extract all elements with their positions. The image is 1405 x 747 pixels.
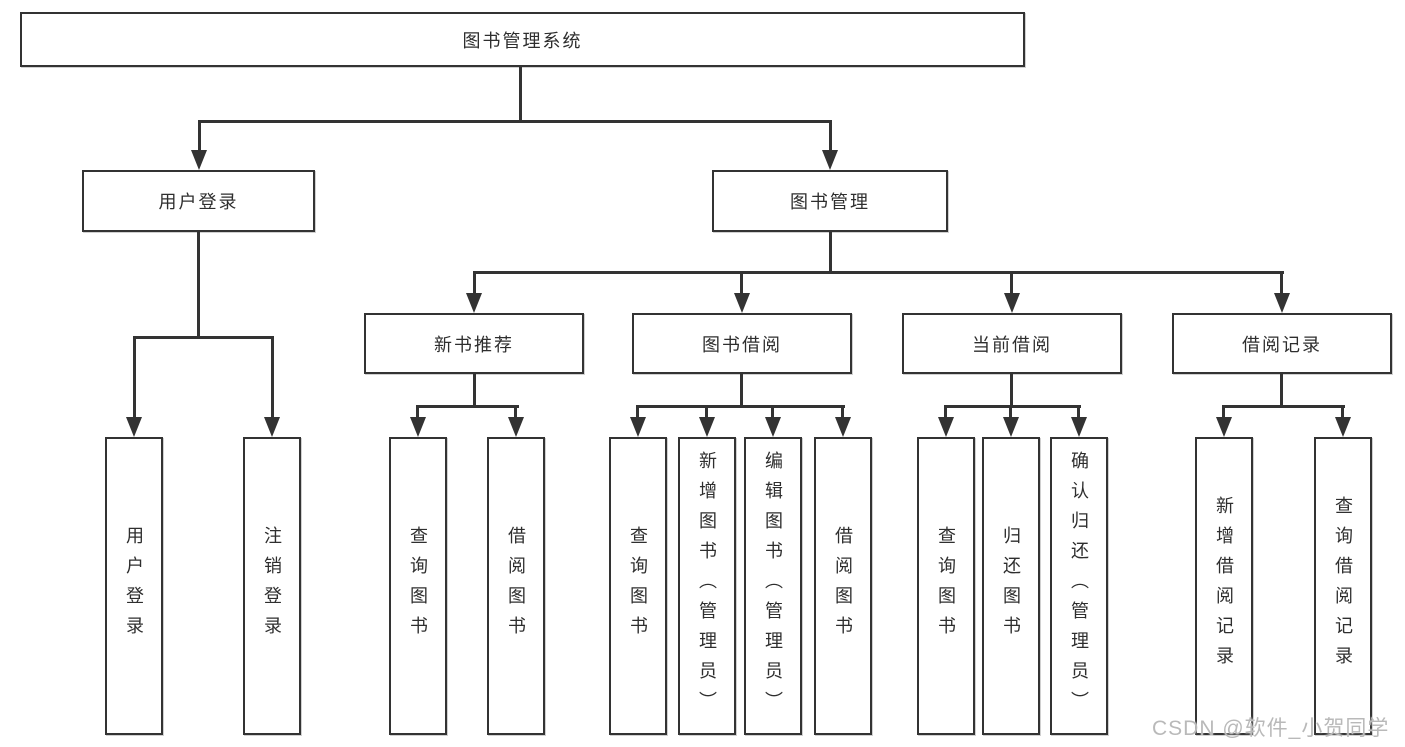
arrow-head [835,417,851,437]
arrow-head [630,417,646,437]
arrow-head [1004,293,1020,313]
watermark: CSDN @软件_小贺同学 [1152,717,1390,740]
connector-line [416,405,419,421]
leaf-user-login: 用户登录 [105,437,163,735]
arrow-head [1003,417,1019,437]
leaf-query-borrow-record-label: 查询借阅记录 [1333,496,1353,676]
arrow-head [126,417,142,437]
leaf-query-book-1: 查询图书 [389,437,447,735]
connector-line [197,232,200,336]
leaf-borrow-book-2: 借阅图书 [814,437,872,735]
connector-line [740,271,743,296]
connector-line [829,232,832,271]
node-new-book-recommend-label: 新书推荐 [434,334,514,355]
connector-line [705,405,708,421]
leaf-query-book-2: 查询图书 [609,437,667,735]
connector-line [1010,271,1013,296]
connector-line [1341,405,1344,421]
leaf-logout: 注销登录 [243,437,301,735]
leaf-return-book: 归还图书 [982,437,1040,735]
leaf-user-login-label: 用户登录 [124,526,144,646]
connector-line [944,405,947,421]
connector-line [1009,405,1012,421]
connector-line [198,120,201,153]
node-current-borrow-label: 当前借阅 [972,334,1052,355]
connector-line [740,374,743,405]
leaf-query-book-1-label: 查询图书 [408,526,428,646]
connector-line [473,271,476,296]
leaf-add-book-admin-label: 新增图书（管理员） [697,451,717,721]
connector-line [473,271,1284,274]
arrow-head [765,417,781,437]
leaf-logout-label: 注销登录 [262,526,282,646]
connector-line [519,67,522,120]
connector-line [416,405,519,408]
node-user-login-label: 用户登录 [158,192,239,212]
connector-line [841,405,844,421]
arrow-head [938,417,954,437]
leaf-query-book-3: 查询图书 [917,437,975,735]
node-user-login: 用户登录 [82,170,315,232]
arrow-head [264,417,280,437]
arrow-head [1335,417,1351,437]
arrow-head [1274,293,1290,313]
leaf-borrow-book-2-label: 借阅图书 [833,526,853,646]
arrow-head [822,150,838,170]
leaf-add-book-admin: 新增图书（管理员） [678,437,736,735]
leaf-borrow-book-1: 借阅图书 [487,437,545,735]
leaf-query-book-2-label: 查询图书 [628,526,648,646]
leaf-query-book-3-label: 查询图书 [936,526,956,646]
node-root-label: 图书管理系统 [462,30,583,51]
arrow-head [1071,417,1087,437]
node-new-book-recommend: 新书推荐 [364,313,584,374]
arrow-head [191,150,207,170]
connector-line [829,120,832,153]
connector-line [271,336,274,421]
node-root: 图书管理系统 [20,12,1025,67]
node-current-borrow: 当前借阅 [902,313,1122,374]
connector-line [1280,374,1283,405]
connector-line [1010,374,1013,405]
arrow-head [699,417,715,437]
arrow-head [466,293,482,313]
leaf-query-borrow-record: 查询借阅记录 [1314,437,1372,735]
connector-line [944,405,1081,408]
node-borrow-record-label: 借阅记录 [1242,334,1322,355]
connector-line [1077,405,1080,421]
connector-line [1222,405,1225,421]
connector-line [771,405,774,421]
node-borrow-record: 借阅记录 [1172,313,1392,374]
leaf-add-borrow-record: 新增借阅记录 [1195,437,1253,735]
connector-line [133,336,136,421]
connector-line [514,405,517,421]
leaf-borrow-book-1-label: 借阅图书 [506,526,526,646]
leaf-confirm-return-admin-label: 确认归还（管理员） [1069,451,1089,721]
arrow-head [410,417,426,437]
connector-line [133,336,274,339]
connector-line [1222,405,1345,408]
arrow-head [508,417,524,437]
leaf-edit-book-admin: 编辑图书（管理员） [744,437,802,735]
connector-line [636,405,845,408]
connector-line [1280,271,1283,296]
leaf-edit-book-admin-label: 编辑图书（管理员） [763,451,783,721]
node-book-borrow-label: 图书借阅 [702,334,782,355]
connector-line [198,120,832,123]
connector-line [636,405,639,421]
node-book-mgmt: 图书管理 [712,170,948,232]
leaf-return-book-label: 归还图书 [1001,526,1021,646]
connector-line [473,374,476,405]
node-book-mgmt-label: 图书管理 [790,192,870,212]
arrow-head [734,293,750,313]
leaf-add-borrow-record-label: 新增借阅记录 [1214,496,1234,676]
leaf-confirm-return-admin: 确认归还（管理员） [1050,437,1108,735]
node-book-borrow: 图书借阅 [632,313,852,374]
arrow-head [1216,417,1232,437]
